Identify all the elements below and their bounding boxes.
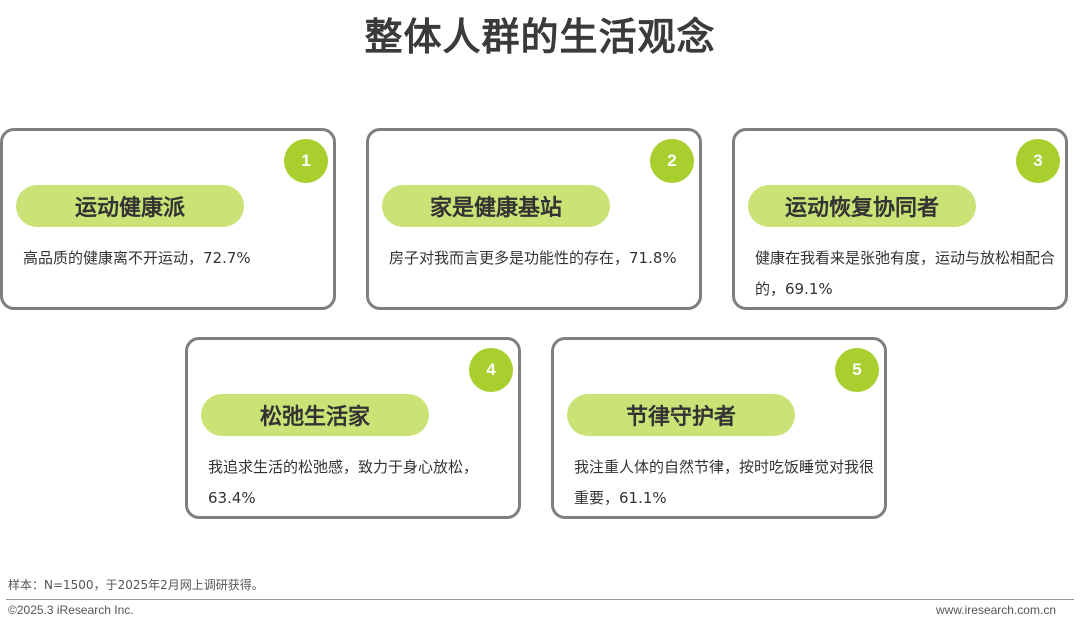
card-description: 健康在我看来是张弛有度，运动与放松相配合的，69.1% bbox=[755, 249, 1056, 298]
sample-note: 样本：N=1500，于2025年2月网上调研获得。 bbox=[8, 578, 264, 592]
concept-card-5: 5 节律守护者 我注重人体的自然节律，按时吃饭睡觉对我很重要，61.1% bbox=[551, 337, 887, 519]
website-text: www.iresearch.com.cn bbox=[935, 603, 1056, 617]
card-label-pill: 运动恢复协同者 bbox=[748, 185, 976, 227]
card-number-badge: 4 bbox=[469, 348, 513, 392]
card-description: 房子对我而言更多是功能性的存在，71.8% bbox=[389, 249, 677, 267]
card-label-pill: 节律守护者 bbox=[567, 394, 795, 436]
card-number-badge: 1 bbox=[284, 139, 328, 183]
concept-card-1: 1 运动健康派 高品质的健康离不开运动，72.7% bbox=[0, 128, 336, 310]
card-number-badge: 5 bbox=[835, 348, 879, 392]
copyright-text: ©2025.3 iResearch Inc. bbox=[8, 603, 134, 617]
concept-card-2: 2 家是健康基站 房子对我而言更多是功能性的存在，71.8% bbox=[366, 128, 702, 310]
page-title: 整体人群的生活观念 bbox=[364, 15, 716, 59]
card-number-badge: 2 bbox=[650, 139, 694, 183]
card-label-pill: 松弛生活家 bbox=[201, 394, 429, 436]
concept-card-3: 3 运动恢复协同者 健康在我看来是张弛有度，运动与放松相配合的，69.1% bbox=[732, 128, 1068, 310]
footer-divider bbox=[6, 599, 1074, 600]
concept-card-4: 4 松弛生活家 我追求生活的松弛感，致力于身心放松，63.4% bbox=[185, 337, 521, 519]
card-label-pill: 运动健康派 bbox=[16, 185, 244, 227]
card-description: 高品质的健康离不开运动，72.7% bbox=[23, 249, 251, 267]
card-description: 我注重人体的自然节律，按时吃饭睡觉对我很重要，61.1% bbox=[574, 458, 875, 507]
card-label-pill: 家是健康基站 bbox=[382, 185, 610, 227]
card-number-badge: 3 bbox=[1016, 139, 1060, 183]
card-description: 我追求生活的松弛感，致力于身心放松，63.4% bbox=[208, 458, 479, 507]
